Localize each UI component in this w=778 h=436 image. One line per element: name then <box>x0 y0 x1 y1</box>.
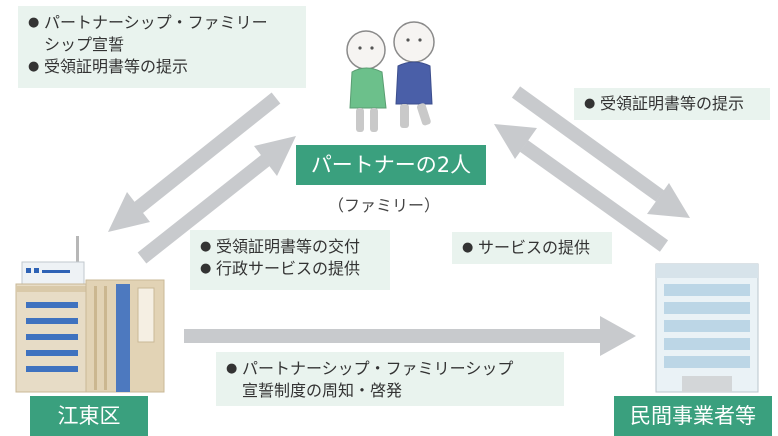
note-mid-left-item: ● 受領証明書等の交付 <box>200 236 380 258</box>
note-mid-right: ● サービスの提供 <box>452 232 612 264</box>
note-bottom-item: ● パートナーシップ・ファミリーシップ 宣誓制度の周知・啓発 <box>226 358 554 402</box>
couple-illustration <box>346 21 435 132</box>
note-text: 受領証明書等の交付 <box>216 237 361 256</box>
couple-label: パートナーの2人 <box>296 145 486 185</box>
bullet-icon: ● <box>584 96 596 111</box>
note-top-left: ● パートナーシップ・ファミリー シップ宣誓 ● 受領証明書等の提示 <box>18 6 306 88</box>
business-building <box>655 263 759 393</box>
business-label: 民間事業者等 <box>614 396 772 436</box>
couple-sub-label: （ファミリー） <box>328 196 441 215</box>
note-text: パートナーシップ・ファミリー シップ宣誓 <box>44 13 268 54</box>
note-text: 受領証明書等の提示 <box>600 94 745 113</box>
note-top-right: ● 受領証明書等の提示 <box>574 88 770 120</box>
arrow-couple-to-business <box>511 86 690 218</box>
ward-office-building <box>15 236 165 393</box>
note-top-right-item: ● 受領証明書等の提示 <box>584 93 760 115</box>
note-text: 受領証明書等の提示 <box>44 57 189 76</box>
note-text: サービスの提供 <box>478 238 591 257</box>
note-text: パートナーシップ・ファミリーシップ 宣誓制度の周知・啓発 <box>242 359 514 400</box>
bullet-icon: ● <box>28 15 40 30</box>
note-mid-left: ● 受領証明書等の交付 ● 行政サービスの提供 <box>190 230 390 290</box>
bullet-icon: ● <box>200 239 212 254</box>
arrow-business-to-couple <box>494 124 669 252</box>
note-top-left-item: ● パートナーシップ・ファミリー シップ宣誓 <box>28 12 296 56</box>
bullet-icon: ● <box>462 240 474 255</box>
bullet-icon: ● <box>28 59 40 74</box>
arrow-ward-to-couple <box>137 136 296 264</box>
arrow-couple-to-ward <box>108 92 281 232</box>
bullet-icon: ● <box>226 361 238 376</box>
note-top-left-item: ● 受領証明書等の提示 <box>28 56 296 78</box>
note-text: 行政サービスの提供 <box>216 259 361 278</box>
note-mid-right-item: ● サービスの提供 <box>462 237 602 259</box>
note-bottom: ● パートナーシップ・ファミリーシップ 宣誓制度の周知・啓発 <box>216 352 564 406</box>
city-office-label: 江東区 <box>30 396 148 436</box>
note-mid-left-item: ● 行政サービスの提供 <box>200 258 380 280</box>
arrow-ward-to-business <box>184 316 636 356</box>
bullet-icon: ● <box>200 261 212 276</box>
